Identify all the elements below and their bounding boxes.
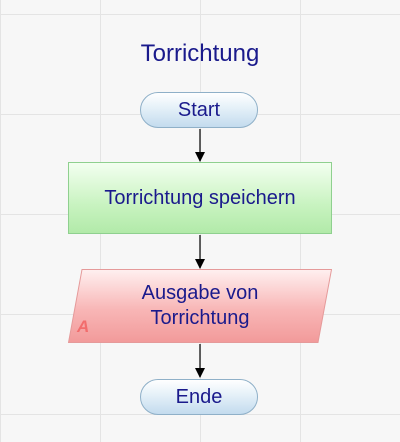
io-badge-letter: A	[77, 317, 90, 336]
io-node-label: Ausgabe von Torrichtung	[141, 282, 259, 329]
io-parallelogram-shape	[68, 269, 332, 343]
process-node-store[interactable]: Torrichtung speichern	[68, 162, 332, 234]
start-node[interactable]: Start	[140, 92, 258, 128]
diagram-title: Torrichtung	[140, 40, 260, 67]
end-node[interactable]: Ende	[140, 379, 258, 415]
io-node-output[interactable]: Ausgabe von Torrichtung A	[68, 269, 332, 343]
